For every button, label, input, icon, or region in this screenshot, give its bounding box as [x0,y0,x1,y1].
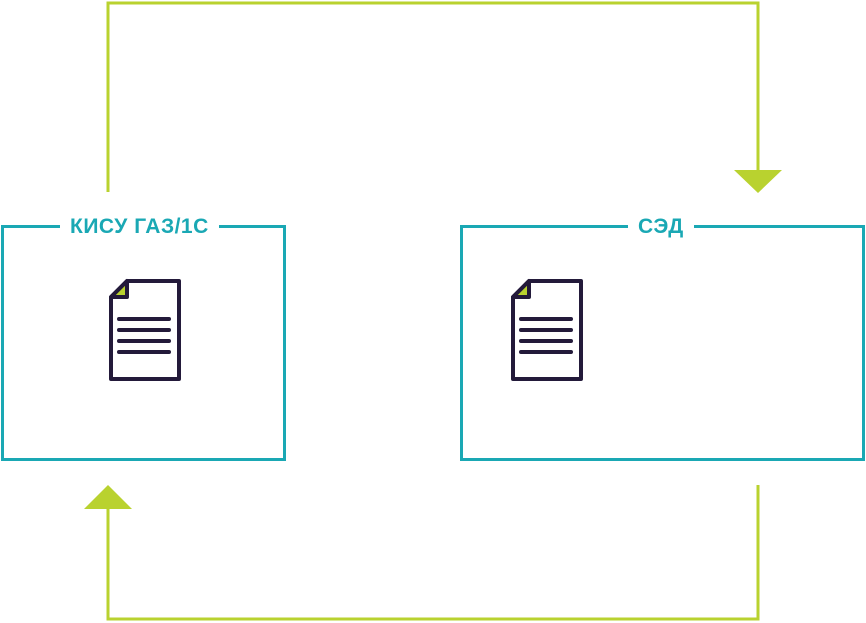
node-label-left: КИСУ ГАЗ/1С [60,214,219,240]
node-label-right: СЭД [628,214,694,240]
node-box-left: КИСУ ГАЗ/1С [1,214,286,461]
edge-right-to-left-arrowhead [84,485,132,509]
edge-left-to-right-line [106,1,760,192]
document-icon [511,279,583,381]
edge-right-to-left-line [106,485,760,621]
document-icon [109,279,181,381]
node-box-right: СЭД [460,214,865,461]
edge-left-to-right-arrowhead [734,170,782,193]
